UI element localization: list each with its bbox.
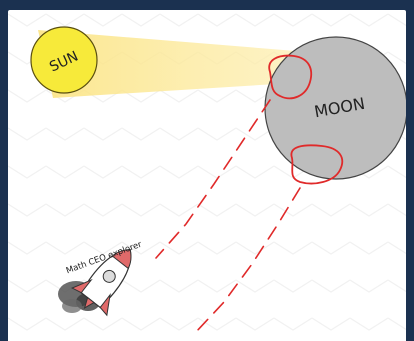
drawing: SUN MOON <box>8 10 406 341</box>
drawing-canvas: SUN MOON <box>8 10 406 341</box>
